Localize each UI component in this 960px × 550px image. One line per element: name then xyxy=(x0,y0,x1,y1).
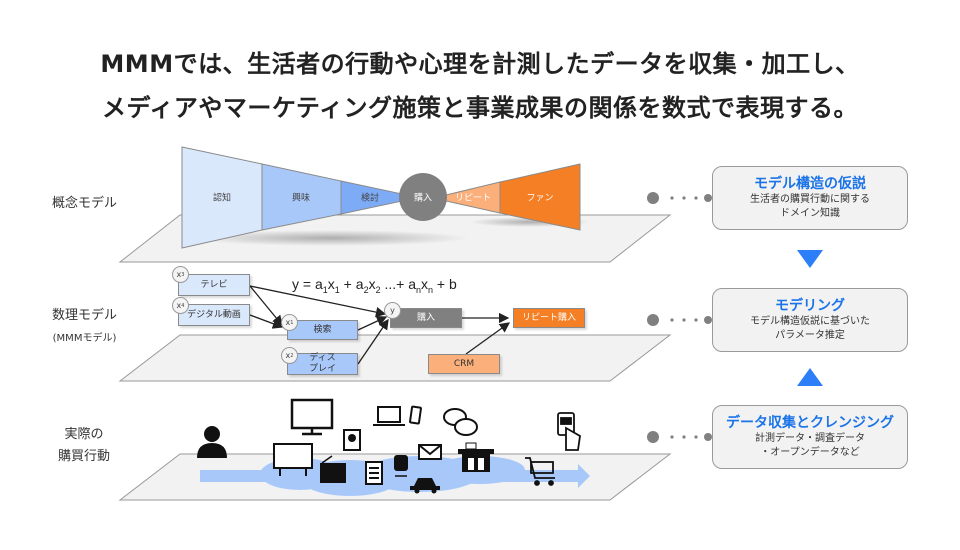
var-badge-display-sub: 2 xyxy=(290,352,294,359)
edge-tv-purchase xyxy=(249,285,387,318)
arrow-down-icon xyxy=(797,250,823,268)
card-model-hypothesis-desc2: ドメイン知識 xyxy=(780,208,840,219)
formula-plus: + xyxy=(339,276,356,292)
train-icon xyxy=(394,455,408,477)
node-crm: CRM xyxy=(428,354,500,374)
node-tv: テレビ xyxy=(178,274,250,296)
radio-icon xyxy=(320,455,346,483)
mail-icon xyxy=(418,444,442,460)
taxi-icon xyxy=(410,478,440,494)
card-model-hypothesis: モデル構造の仮説 生活者の購買行動に関する ドメイン知識 xyxy=(712,166,908,230)
card-modeling: モデリング モデル構造仮説に基づいた パラメータ推定 xyxy=(712,288,908,352)
billboard-icon xyxy=(273,443,313,476)
funnel-label-awareness: 認知 xyxy=(212,193,232,204)
var-badge-digital-video-sub: 4 xyxy=(181,302,185,309)
edge-digital-search xyxy=(249,314,284,329)
formula-dots: ...+ xyxy=(380,276,409,292)
laptop-icon xyxy=(373,406,405,426)
mmm-formula: y = a1x1 + a2x2 ...+ anxn + b xyxy=(292,276,457,295)
row-label-mathematical-sub: (MMMモデル) xyxy=(52,333,117,344)
card-modeling-title: モデリング xyxy=(775,298,845,314)
cart-icon xyxy=(525,457,555,486)
card-data-collection-desc1: 計測データ・調査データ xyxy=(755,433,865,444)
person-icon xyxy=(197,426,227,458)
node-purchase: 購入 xyxy=(390,308,462,328)
headline-line-1: MMMでは、生活者の行動や心理を計測したデータを収集・加工し、 xyxy=(100,50,860,78)
row-label-conceptual: 概念モデル xyxy=(52,196,118,211)
formula-y: y xyxy=(292,276,299,292)
card-data-collection-title: データ収集とクレンジング xyxy=(726,415,894,431)
formula-xn-sub: n xyxy=(428,284,434,295)
funnel-label-repeat: リピート xyxy=(454,193,492,204)
formula-xn: x xyxy=(421,276,429,292)
formula-x1-sub: 1 xyxy=(334,284,340,295)
var-badge-tv-sub: 3 xyxy=(181,271,185,278)
formula-an-sub: n xyxy=(416,284,422,295)
card-model-hypothesis-title: モデル構造の仮説 xyxy=(754,176,866,192)
convenience-store-icon xyxy=(458,442,494,472)
card-modeling-desc1: モデル構造仮説に基づいた xyxy=(750,316,870,327)
formula-tail: + b xyxy=(433,276,457,292)
edge-tv-search xyxy=(249,285,283,327)
node-display-line2: プレイ xyxy=(308,364,336,374)
var-badge-tv-var: x xyxy=(176,270,182,279)
formula-a2: a xyxy=(355,276,364,292)
card-data-collection: データ収集とクレンジング 計測データ・調査データ ・オープンデータなど xyxy=(712,405,908,469)
formula-eq: = xyxy=(299,276,315,292)
node-display: ディス プレイ xyxy=(287,353,358,375)
connector-row2 xyxy=(647,314,712,326)
row-label-actual-line1: 実際の xyxy=(64,427,104,442)
var-badge-digital-video-var: x xyxy=(176,301,182,310)
funnel-stage-purchase xyxy=(399,173,447,221)
var-badge-display-var: x xyxy=(285,351,291,360)
funnel-shadow xyxy=(190,230,470,246)
funnel-label-interest: 興味 xyxy=(291,193,311,204)
var-badge-search-var: x xyxy=(285,318,291,327)
formula-x2-sub: 2 xyxy=(375,284,381,295)
buy-button-icon xyxy=(557,412,581,451)
var-badge-purchase: y xyxy=(384,302,401,319)
row-label-mathematical-title: 数理モデル xyxy=(52,308,118,323)
row-label-mathematical: 数理モデル (MMMモデル) xyxy=(52,304,117,344)
formula-x1: x xyxy=(327,276,335,292)
formula-a2-sub: 2 xyxy=(363,284,369,295)
formula-x2: x xyxy=(368,276,376,292)
funnel-label-fan: ファン xyxy=(526,193,554,204)
funnel-label-purchase: 購入 xyxy=(413,193,433,204)
row-label-actual: 実際の 購買行動 xyxy=(58,424,110,468)
node-display-line1: ディス xyxy=(309,353,336,363)
connector-row1 xyxy=(647,192,712,204)
chat-icon xyxy=(443,408,478,436)
tv-icon xyxy=(290,398,334,436)
card-data-collection-desc2: ・オープンデータなど xyxy=(760,447,860,458)
funnel-stage-fan xyxy=(499,163,581,231)
connector-row3 xyxy=(647,431,712,443)
card-model-hypothesis-desc1: 生活者の購買行動に関する xyxy=(750,194,870,205)
card-modeling-desc2: パラメータ推定 xyxy=(775,330,845,341)
edge-display-purchase xyxy=(357,318,389,365)
magazine-icon xyxy=(343,429,361,451)
node-repeat-purchase: リピート購入 xyxy=(513,308,585,328)
plane-mathematical xyxy=(118,334,672,382)
funnel-label-consideration: 検討 xyxy=(360,193,380,204)
headline-line-2: メディアやマーケティング施策と事業成果の関係を数式で表現する。 xyxy=(102,94,858,122)
newspaper-icon xyxy=(365,461,383,485)
node-digital-video: デジタル動画 xyxy=(178,304,250,326)
smartphone-icon xyxy=(409,405,422,425)
formula-a1: a xyxy=(314,276,323,292)
edge-crm-repeat xyxy=(465,322,511,355)
formula-an: a xyxy=(408,276,417,292)
formula-a1-sub: 1 xyxy=(322,284,328,295)
arrow-up-icon xyxy=(797,368,823,386)
row-label-actual-line2: 購買行動 xyxy=(58,449,111,464)
var-badge-search-sub: 1 xyxy=(290,319,294,326)
